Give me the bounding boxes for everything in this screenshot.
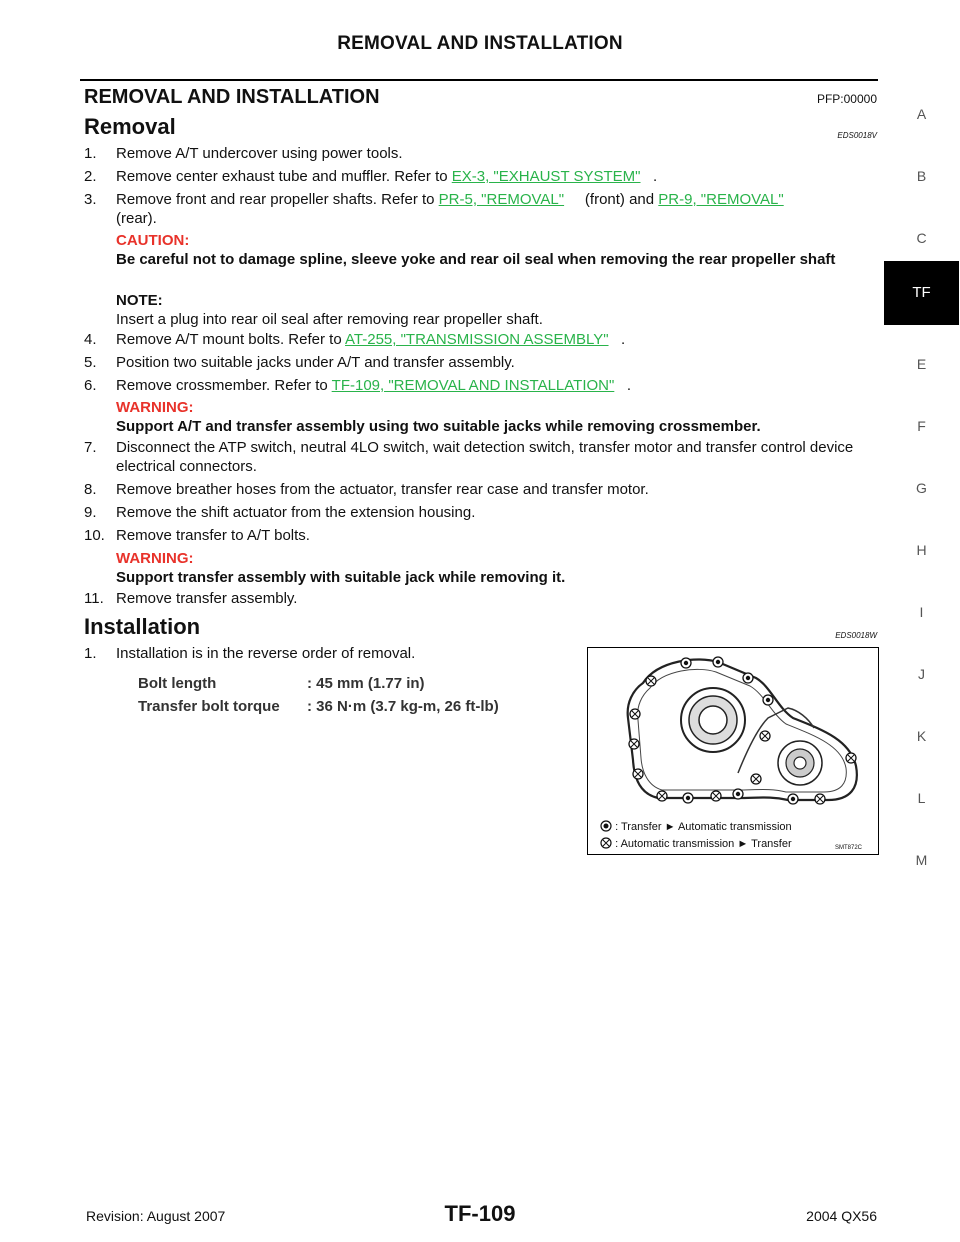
warning-label: WARNING: bbox=[116, 399, 194, 416]
footer-revision: Revision: August 2007 bbox=[86, 1208, 226, 1224]
warning-block-2: WARNING: Support transfer assembly with … bbox=[116, 549, 879, 587]
side-nav-l[interactable]: L bbox=[917, 790, 926, 806]
side-nav-f[interactable]: F bbox=[917, 418, 926, 434]
installation-step-1: 1. Installation is in the reverse order … bbox=[84, 645, 416, 662]
note-text: Insert a plug into rear oil seal after r… bbox=[116, 311, 543, 328]
side-nav-i[interactable]: I bbox=[919, 604, 924, 620]
side-nav-k[interactable]: K bbox=[916, 728, 927, 744]
removal-step-10: 10. Remove transfer to A/T bolts. bbox=[84, 527, 310, 544]
side-nav-e[interactable]: E bbox=[916, 356, 927, 372]
link-ex-3[interactable]: EX-3, "EXHAUST SYSTEM" bbox=[451, 168, 641, 185]
link-pr-9[interactable]: PR-9, "REMOVAL" bbox=[658, 191, 784, 208]
side-nav-h[interactable]: H bbox=[916, 542, 927, 558]
side-nav-c[interactable]: C bbox=[916, 230, 927, 246]
pfp-code: PFP:00000 bbox=[816, 92, 877, 106]
spec-label: Bolt length bbox=[138, 675, 217, 692]
link-pr-5[interactable]: PR-5, "REMOVAL" bbox=[438, 191, 565, 208]
footer-page-number: TF-109 bbox=[444, 1201, 516, 1226]
legend-row-at: : Automatic transmission ► Transfer bbox=[600, 837, 792, 850]
warning-label: WARNING: bbox=[116, 550, 194, 567]
side-nav-a[interactable]: A bbox=[916, 106, 927, 122]
section-title: REMOVAL AND INSTALLATION bbox=[84, 86, 380, 108]
crossed-circle-icon bbox=[600, 837, 612, 849]
removal-step-11: 11. Remove transfer assembly. bbox=[84, 590, 298, 607]
footer-model: 2004 QX56 bbox=[806, 1208, 877, 1224]
removal-step-9: 9. Remove the shift actuator from the ex… bbox=[84, 504, 476, 521]
side-nav-m[interactable]: M bbox=[915, 852, 928, 868]
spec-value: : 36 N·m (3.7 kg-m, 26 ft-lb) bbox=[307, 698, 499, 715]
transfer-case-diagram bbox=[626, 656, 858, 805]
installation-heading: Installation bbox=[84, 614, 201, 639]
removal-step-3: 3. Remove front and rear propeller shaft… bbox=[84, 191, 784, 227]
side-nav-j[interactable]: J bbox=[918, 666, 925, 682]
note-block: NOTE: Insert a plug into rear oil seal a… bbox=[116, 291, 879, 329]
caution-text: Be careful not to damage spline, sleeve … bbox=[116, 251, 836, 268]
side-nav-b[interactable]: B bbox=[916, 168, 927, 184]
side-nav-tf-active[interactable]: TF bbox=[884, 261, 959, 325]
removal-code: EDS0018V bbox=[837, 131, 877, 140]
link-tf-109[interactable]: TF-109, "REMOVAL AND INSTALLATION" bbox=[331, 377, 615, 394]
arrow-right-icon: ► bbox=[737, 838, 749, 850]
figure-code: SMT872C bbox=[834, 845, 862, 851]
caution-label: CAUTION: bbox=[116, 232, 190, 249]
warning-text: Support transfer assembly with suitable … bbox=[116, 569, 566, 586]
removal-step-1: 1. Remove A/T undercover using power too… bbox=[84, 145, 403, 162]
warning-block-1: WARNING: Support A/T and transfer assemb… bbox=[116, 398, 879, 436]
side-nav-g[interactable]: G bbox=[916, 480, 927, 496]
removal-step-6: 6. Remove crossmember. Refer to TF-109, … bbox=[84, 377, 631, 394]
removal-step-5: 5. Position two suitable jacks under A/T… bbox=[84, 354, 515, 371]
spec-value: : 45 mm (1.77 in) bbox=[307, 675, 425, 692]
warning-text: Support A/T and transfer assembly using … bbox=[116, 418, 761, 435]
header-divider bbox=[80, 79, 878, 81]
removal-heading: Removal bbox=[84, 114, 176, 139]
removal-step-7: 7. Disconnect the ATP switch, neutral 4L… bbox=[84, 439, 854, 475]
note-label: NOTE: bbox=[116, 292, 163, 309]
removal-step-2: 2. Remove center exhaust tube and muffle… bbox=[84, 168, 658, 185]
caution-block: CAUTION: Be careful not to damage spline… bbox=[116, 231, 879, 269]
filled-dot-icon bbox=[600, 820, 612, 832]
legend-row-transfer: : Transfer ► Automatic transmission bbox=[600, 820, 792, 833]
arrow-right-icon: ► bbox=[664, 821, 676, 833]
removal-step-4: 4. Remove A/T mount bolts. Refer to AT-2… bbox=[84, 331, 626, 348]
bolt-pattern-figure: : Transfer ► Automatic transmission : Au… bbox=[587, 647, 879, 855]
removal-step-8: 8. Remove breather hoses from the actuat… bbox=[84, 481, 649, 498]
page-header-title: REMOVAL AND INSTALLATION bbox=[337, 33, 623, 54]
link-at-255[interactable]: AT-255, "TRANSMISSION ASSEMBLY" bbox=[345, 331, 609, 348]
installation-code: EDS0018W bbox=[835, 631, 877, 640]
spec-label: Transfer bolt torque bbox=[138, 698, 280, 715]
